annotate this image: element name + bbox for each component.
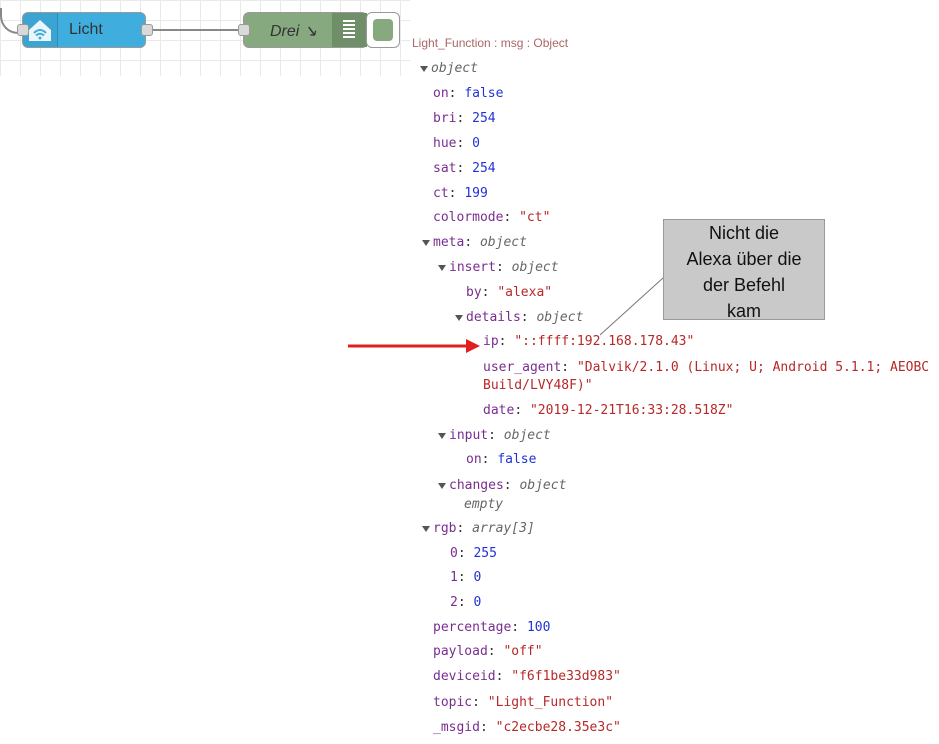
tree-row-ct: ct: 199 bbox=[433, 186, 488, 201]
expand-triangle-icon[interactable] bbox=[420, 65, 428, 72]
tree-row-date: date: "2019-12-21T16:33:28.518Z" bbox=[483, 403, 734, 418]
tree-row-msgid: _msgid: "c2ecbe28.35e3c" bbox=[433, 720, 621, 735]
tree-row-deviceid: deviceid: "f6f1be33d983" bbox=[433, 669, 621, 684]
expand-triangle-icon bbox=[422, 525, 430, 532]
callout-line-1: Nicht die bbox=[708, 223, 780, 243]
tree-row-insert[interactable]: insert: object bbox=[438, 259, 559, 277]
node-drei[interactable]: Drei ↘ bbox=[243, 12, 368, 48]
wire bbox=[148, 29, 244, 31]
tree-row-rgb-2: 2: 0 bbox=[450, 595, 482, 610]
tree-row-hue: hue: 0 bbox=[433, 136, 480, 151]
input-port[interactable] bbox=[238, 24, 250, 36]
expand-triangle-icon bbox=[455, 314, 463, 321]
tree-row-empty: empty bbox=[464, 497, 504, 512]
debug-message-header: Light_Function : msg : Object bbox=[412, 36, 569, 50]
expand-triangle-icon bbox=[438, 432, 446, 439]
tree-root[interactable]: object bbox=[420, 60, 478, 78]
debug-toggle-button[interactable] bbox=[366, 12, 400, 48]
debug-list-icon bbox=[332, 13, 367, 47]
tree-row-percentage: percentage: 100 bbox=[433, 620, 551, 635]
tree-row-payload: payload: "off" bbox=[433, 644, 543, 659]
expand-triangle-icon bbox=[422, 239, 430, 246]
input-port[interactable] bbox=[17, 24, 29, 36]
callout-leader-line bbox=[599, 277, 664, 336]
red-arrow-head-icon bbox=[466, 339, 480, 353]
tree-row-topic: topic: "Light_Function" bbox=[433, 695, 614, 710]
annotation-callout: Nicht die Alexa über die der Befehl kam bbox=[663, 219, 825, 321]
tree-row-bri: bri: 254 bbox=[433, 111, 496, 126]
tree-row-changes[interactable]: changes: object bbox=[438, 477, 566, 495]
incoming-wire bbox=[0, 8, 26, 34]
callout-line-4: kam bbox=[726, 301, 761, 321]
tree-row-details[interactable]: details: object bbox=[455, 309, 583, 327]
alexa-home-icon bbox=[23, 13, 58, 47]
output-port[interactable] bbox=[141, 24, 153, 36]
callout-line-2: Alexa über die bbox=[686, 249, 802, 269]
node-drei-label: Drei ↘ bbox=[270, 23, 318, 40]
node-licht[interactable]: Licht bbox=[22, 12, 146, 48]
expand-triangle-icon bbox=[438, 482, 446, 489]
tree-row-sat: sat: 254 bbox=[433, 161, 496, 176]
expand-triangle-icon bbox=[438, 264, 446, 271]
tree-row-input-on: on: false bbox=[466, 452, 537, 467]
tree-row-rgb-1: 1: 0 bbox=[450, 570, 482, 585]
tree-row-on: on: false bbox=[433, 86, 504, 101]
tree-row-input[interactable]: input: object bbox=[438, 427, 551, 445]
node-licht-label: Licht bbox=[69, 21, 103, 38]
tree-row-user-agent-cont: Build/LVY48F)" bbox=[483, 378, 593, 393]
tree-row-user-agent: user_agent: "Dalvik/2.1.0 (Linux; U; And… bbox=[483, 360, 930, 375]
tree-row-rgb[interactable]: rgb: array[3] bbox=[422, 520, 535, 538]
tree-row-by: by: "alexa" bbox=[466, 285, 553, 300]
tree-row-ip: ip: "::ffff:192.168.178.43" bbox=[483, 334, 695, 349]
callout-line-3: der Befehl bbox=[702, 275, 786, 295]
tree-row-meta[interactable]: meta: object bbox=[422, 234, 527, 252]
tree-row-rgb-0: 0: 255 bbox=[450, 546, 497, 561]
tree-row-colormode: colormode: "ct" bbox=[433, 210, 551, 225]
